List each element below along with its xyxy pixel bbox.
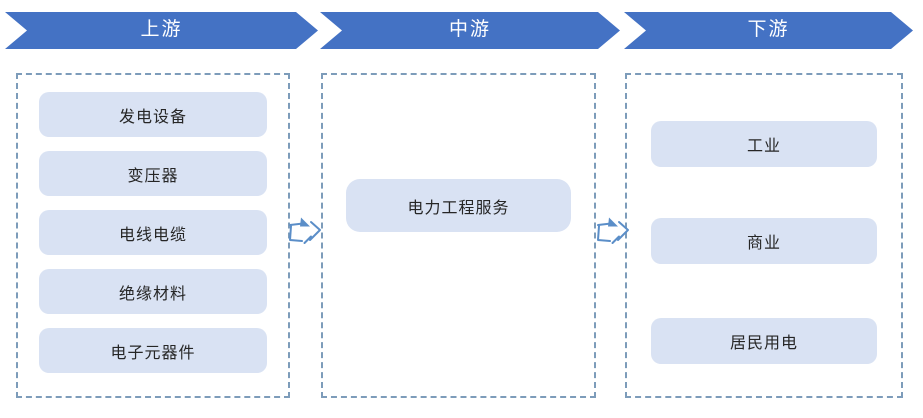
midstream-panel: 电力工程服务 [321,73,596,398]
upstream-panel: 发电设备 变压器 电线电缆 绝缘材料 电子元器件 [16,73,290,398]
chip-power-generation-equipment: 发电设备 [39,92,267,137]
chip-wire-and-cable: 电线电缆 [39,210,267,255]
chip-power-engineering-service: 电力工程服务 [346,179,571,232]
downstream-panel: 工业 商业 居民用电 [625,73,903,398]
stage-banner-midstream-label: 中游 [448,19,491,40]
chip-transformer: 变压器 [39,151,267,196]
flow-arrow-icon [289,217,321,244]
stage-banner-upstream-label: 上游 [140,19,183,40]
flow-arrow-icon [597,217,629,244]
stage-banner-downstream: 下游 [624,12,913,49]
chip-insulation-material: 绝缘材料 [39,269,267,314]
chip-residential-electricity: 居民用电 [651,318,877,364]
stage-banner-midstream: 中游 [320,12,620,49]
chip-industrial: 工业 [651,121,877,167]
stage-banner-upstream: 上游 [5,12,318,49]
chip-commercial: 商业 [651,218,877,264]
chip-electronic-components: 电子元器件 [39,328,267,373]
stage-banner-downstream-label: 下游 [747,19,790,40]
